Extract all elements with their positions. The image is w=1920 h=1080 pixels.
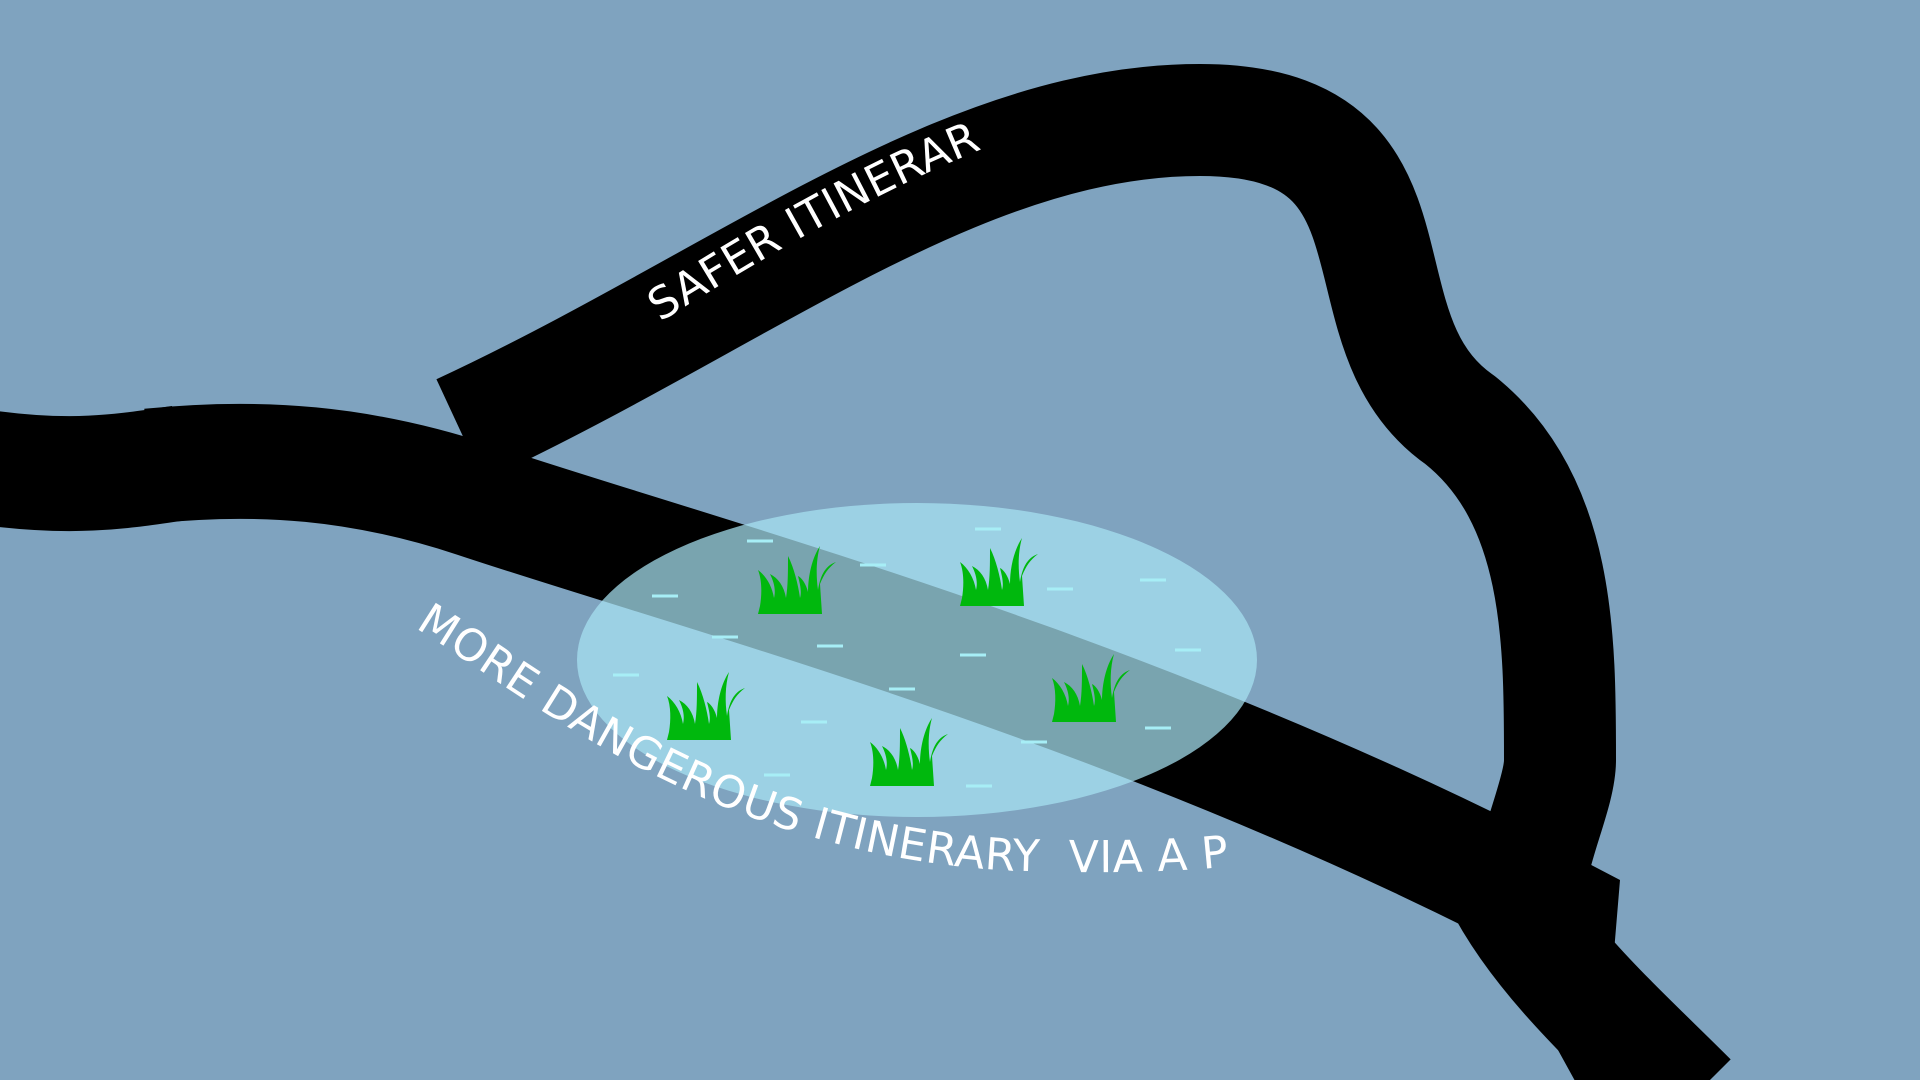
grass-tuft-icon (960, 538, 1038, 606)
grass-tuft-icon (1052, 654, 1130, 722)
safer-road (436, 64, 1616, 931)
grass-tuft-icon (667, 672, 745, 740)
grass-tuft-icon (870, 718, 948, 786)
pond (577, 503, 1257, 817)
road-junction (1505, 820, 1682, 1080)
water-ripple-icon (613, 527, 1201, 788)
grass-tuft-icon (758, 546, 836, 614)
